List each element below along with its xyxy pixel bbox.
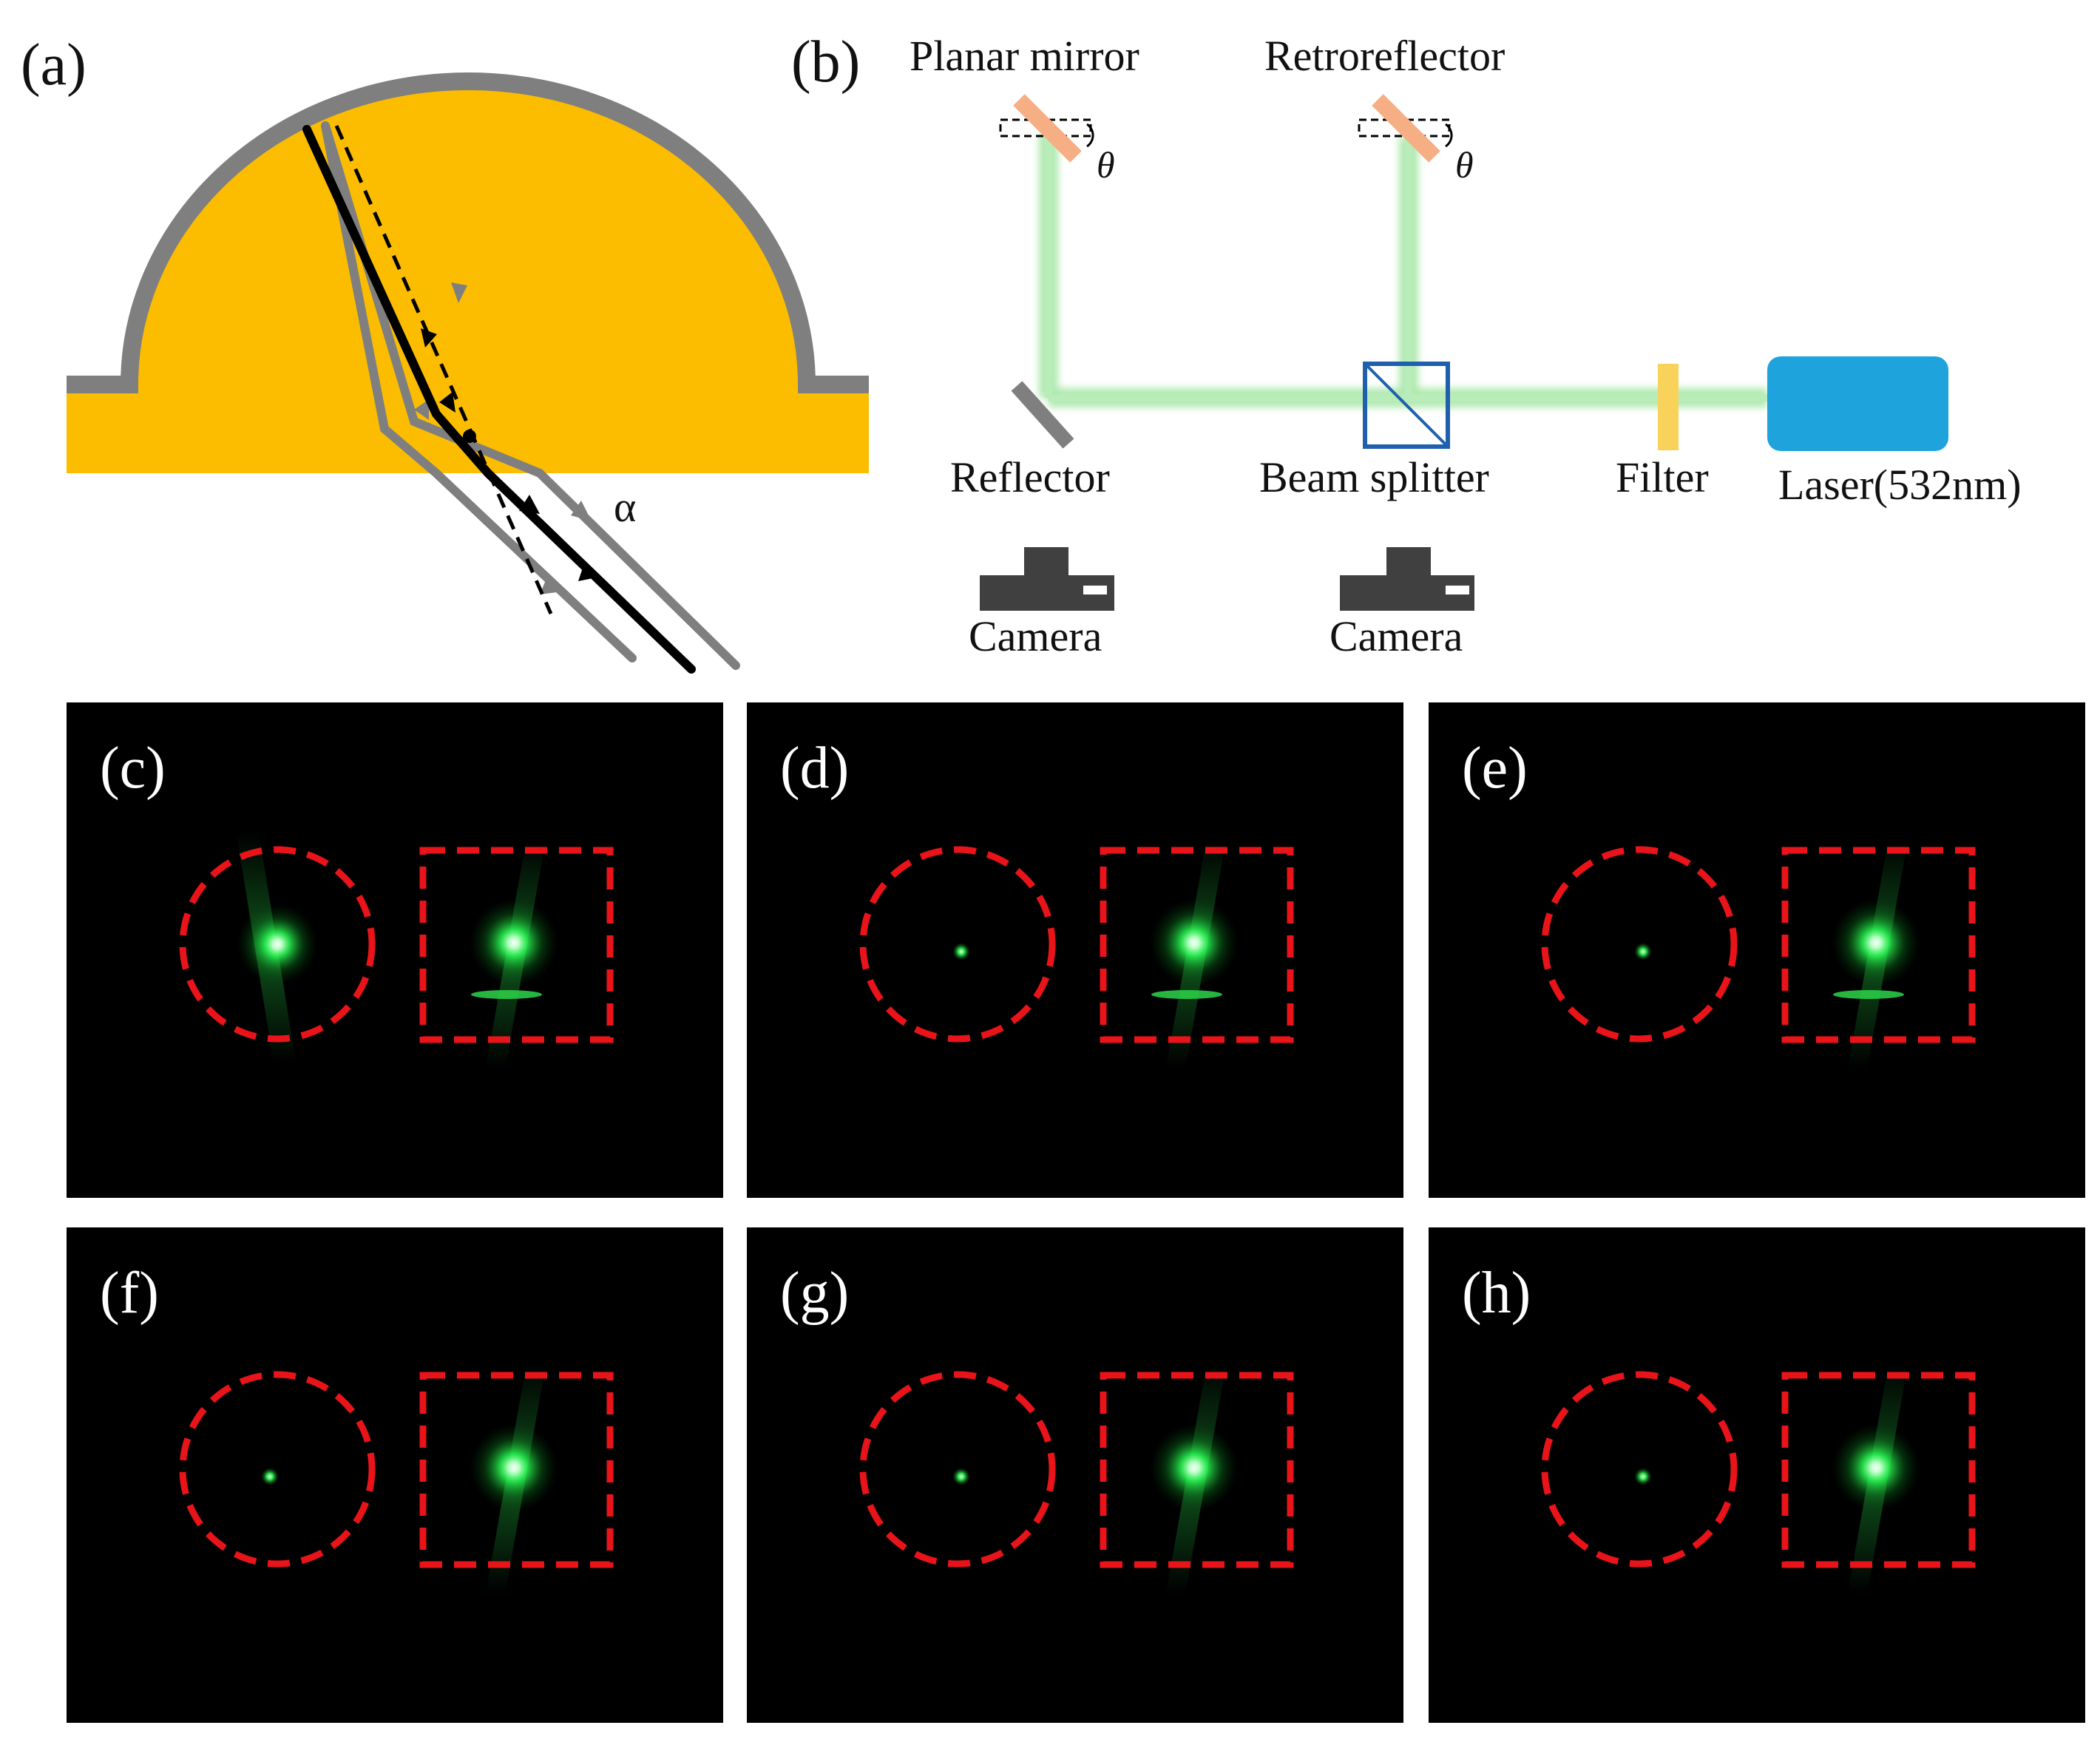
red-dashed-circle — [1541, 846, 1738, 1043]
hemisphere-dome — [129, 81, 807, 384]
reflector — [1011, 381, 1074, 449]
photo-label: (d) — [780, 736, 849, 801]
photo-label: (h) — [1462, 1261, 1531, 1326]
red-dashed-circle — [859, 1371, 1056, 1568]
photo-background — [747, 1227, 1403, 1723]
left-laser-spot — [952, 1468, 970, 1485]
gray-ray-inner — [321, 121, 637, 663]
photo-panel: (e) — [1429, 702, 2085, 1198]
red-dashed-circle — [179, 846, 376, 1043]
left-laser-spot — [261, 1468, 279, 1485]
right-reflection-line — [471, 990, 542, 999]
photo-panel: (f) — [67, 1227, 723, 1723]
photo-panel: (c) — [67, 702, 723, 1198]
base-slab — [67, 384, 869, 473]
left-laser-spot — [1634, 943, 1652, 960]
laser-beams — [1039, 133, 1767, 407]
laser-box — [1767, 356, 1948, 451]
photo-label: (f) — [100, 1261, 159, 1326]
right-laser-spot — [470, 1423, 558, 1512]
photo-panel: (g) — [747, 1227, 1403, 1723]
red-dashed-square — [1781, 847, 1976, 1043]
camera-1-label: Camera — [969, 612, 1102, 660]
panel-b: (b) Planar mirror θ — [791, 30, 2022, 660]
laser-label: Laser(532nm) — [1778, 461, 2022, 509]
red-dashed-square — [419, 847, 614, 1043]
photo-background — [747, 702, 1403, 1198]
right-laser-spot — [470, 898, 558, 987]
photo-label: (g) — [780, 1261, 849, 1326]
red-dashed-circle — [859, 846, 1056, 1043]
planar-mirror — [999, 94, 1094, 163]
theta-2-label: θ — [1455, 144, 1474, 186]
camera-2-label: Camera — [1330, 612, 1463, 660]
red-dashed-square — [1781, 1372, 1976, 1568]
dashed-normal — [334, 124, 553, 615]
theta-1-label: θ — [1097, 144, 1115, 186]
gray-arrowheads — [414, 282, 592, 594]
red-dashed-square — [1100, 1372, 1294, 1568]
panel-a-label: (a) — [21, 33, 87, 98]
photo-background — [1429, 702, 2085, 1198]
retroreflector — [1358, 94, 1453, 163]
right-laser-spot — [1150, 1423, 1239, 1512]
left-laser-spot — [237, 904, 318, 985]
reflector-label: Reflector — [950, 453, 1110, 501]
right-laser-spot — [1832, 1423, 1920, 1512]
photo-panel: (h) — [1429, 1227, 2085, 1723]
left-laser-spot — [952, 943, 970, 960]
photo-panel: (d) — [747, 702, 1403, 1198]
filter — [1658, 364, 1679, 450]
photo-grid: (c) (d) (e) (f) (g) (h) — [67, 702, 2085, 1723]
red-dashed-square — [1100, 847, 1294, 1043]
right-laser-spot — [1832, 898, 1920, 987]
planar-mirror-label: Planar mirror — [910, 32, 1139, 80]
red-dashed-circle — [179, 1371, 376, 1568]
photo-background — [67, 1227, 723, 1723]
black-arrowheads — [421, 328, 600, 581]
red-dashed-square — [419, 1372, 614, 1568]
retroreflector-label: Retroreflector — [1264, 32, 1505, 80]
dome-shell — [67, 72, 869, 393]
panel-a: (a) α — [21, 33, 869, 674]
camera-1-icon — [980, 547, 1114, 611]
camera-2-icon — [1340, 547, 1474, 611]
right-reflection-line — [1833, 990, 1904, 999]
left-laser-spot — [1634, 1468, 1652, 1485]
photo-label: (c) — [100, 736, 166, 801]
beam-splitter-label: Beam splitter — [1259, 453, 1489, 501]
photo-background — [67, 702, 723, 1198]
filter-label: Filter — [1616, 453, 1709, 501]
beam-splitter — [1363, 362, 1450, 449]
red-dashed-circle — [1541, 1371, 1738, 1568]
panel-b-label: (b) — [791, 30, 860, 95]
photo-background — [1429, 1227, 2085, 1723]
right-laser-spot — [1150, 898, 1239, 987]
photo-label: (e) — [1462, 736, 1528, 801]
right-reflection-line — [1151, 990, 1222, 999]
alpha-label: α — [614, 483, 636, 531]
